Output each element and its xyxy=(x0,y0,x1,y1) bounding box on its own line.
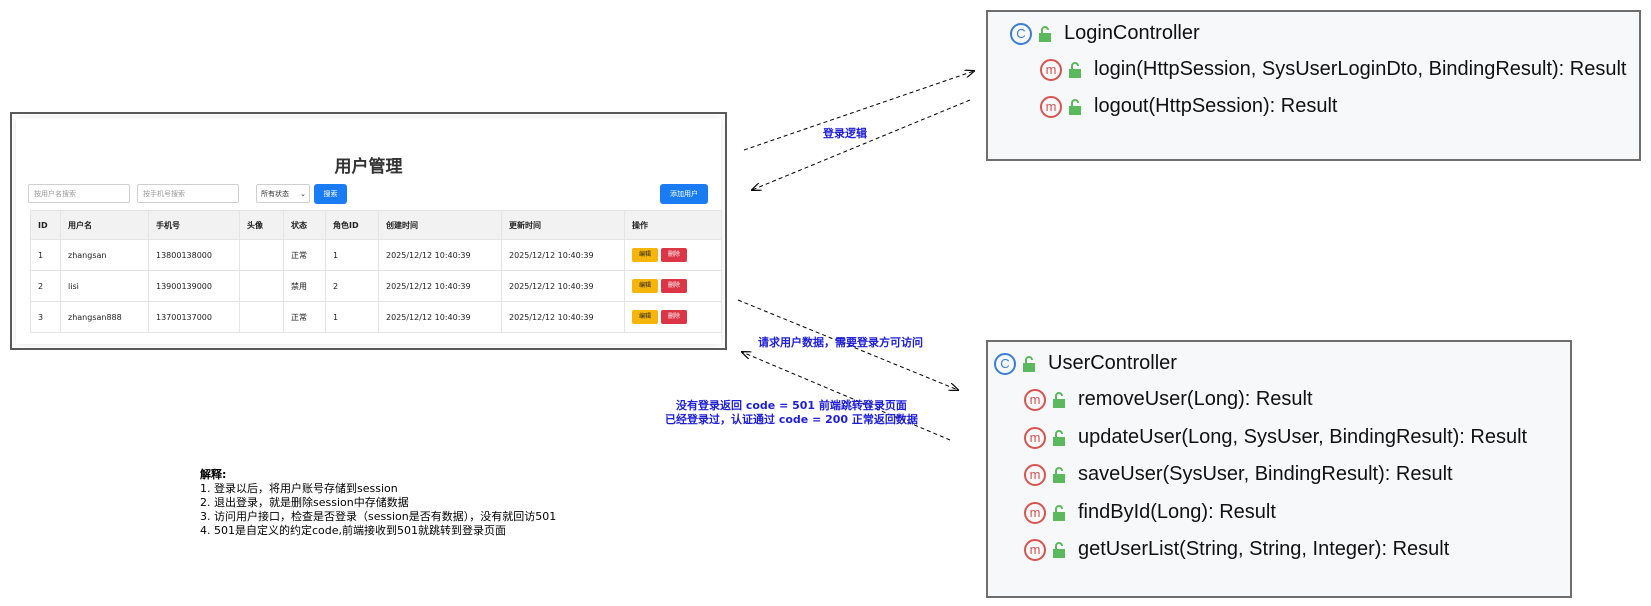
cell-actions: 编辑删除 xyxy=(624,301,722,333)
unlocked-padlock-icon xyxy=(1053,391,1065,408)
delete-button[interactable]: 删除 xyxy=(661,310,687,324)
column-header: 更新时间 xyxy=(501,210,625,240)
cell-avatar xyxy=(239,270,284,302)
method-m-icon: m xyxy=(1024,463,1046,486)
cell-phone: 13800138000 xyxy=(148,239,240,271)
class-c-icon: C xyxy=(994,352,1016,375)
delete-button[interactable]: 删除 xyxy=(661,248,687,262)
status-filter-value: 所有状态 xyxy=(261,190,289,198)
unlocked-padlock-icon xyxy=(1053,466,1065,483)
cell-actions: 编辑删除 xyxy=(624,239,722,271)
cell-phone: 13700137000 xyxy=(148,301,240,333)
page-title: 用户管理 xyxy=(334,157,403,177)
login-response-arrow xyxy=(752,99,971,190)
delete-button[interactable]: 删除 xyxy=(661,279,687,293)
user-data-response-arrow xyxy=(742,352,951,441)
users-table: ID 用户名 手机号 头像 状态 角色ID 创建时间 更新时间 操作 1 zha… xyxy=(30,210,722,333)
user-controller-class-row: C UserController xyxy=(994,352,1177,375)
method-row: m updateUser(Long, SysUser, BindingResul… xyxy=(1024,426,1527,449)
method-m-icon: m xyxy=(1024,426,1046,449)
method-m-icon: m xyxy=(1024,388,1046,411)
logged-in-label: 已经登录过，认证通过 code = 200 正常返回数据 xyxy=(665,413,918,426)
cell-id: 2 xyxy=(30,270,61,302)
note-item: 3. 访问用户接口，检查是否登录（session是否有数据），没有就回访501 xyxy=(200,510,557,523)
method-m-icon: m xyxy=(1040,58,1062,81)
login-controller-box: C LoginController m login(HttpSession, S… xyxy=(986,10,1641,161)
username-search-input[interactable]: 按用户名搜索 xyxy=(28,184,130,203)
method-row: m saveUser(SysUser, BindingResult): Resu… xyxy=(1024,463,1453,486)
column-header: 头像 xyxy=(239,210,284,240)
method-signature: getUserList(String, String, Integer): Re… xyxy=(1078,538,1450,560)
notes-title: 解释: xyxy=(200,468,227,481)
column-header: 创建时间 xyxy=(378,210,502,240)
user-management-page: 用户管理 按用户名搜索 按手机号搜索 所有状态 ⌄ 搜索 添加用户 ID 用户名… xyxy=(16,118,722,344)
method-row: m findById(Long): Result xyxy=(1024,501,1276,524)
cell-id: 1 xyxy=(30,239,61,271)
explanation-notes: 解释: 1. 登录以后，将用户账号存储到session 2. 退出登录，就是删除… xyxy=(200,468,556,538)
table-header-row: ID 用户名 手机号 头像 状态 角色ID 创建时间 更新时间 操作 xyxy=(30,210,722,240)
column-header: 操作 xyxy=(624,210,722,240)
class-name: LoginController xyxy=(1064,22,1200,44)
add-user-button[interactable]: 添加用户 xyxy=(660,184,708,204)
user-controller-box: C UserController m removeUser(Long): Res… xyxy=(986,340,1572,598)
method-m-icon: m xyxy=(1040,95,1062,118)
method-signature: removeUser(Long): Result xyxy=(1078,388,1313,410)
cell-updated: 2025/12/12 10:40:39 xyxy=(501,301,625,333)
method-m-icon: m xyxy=(1024,538,1046,561)
unlocked-padlock-icon xyxy=(1053,504,1065,521)
column-header: 角色ID xyxy=(325,210,379,240)
method-signature: findById(Long): Result xyxy=(1078,501,1276,523)
unlocked-padlock-icon xyxy=(1069,98,1081,115)
cell-username: lisi xyxy=(60,270,149,302)
table-row: 3 zhangsan888 13700137000 正常 1 2025/12/1… xyxy=(30,301,722,333)
column-header: ID xyxy=(30,210,61,240)
column-header: 用户名 xyxy=(60,210,149,240)
cell-status: 正常 xyxy=(283,301,326,333)
note-item: 2. 退出登录，就是删除session中存储数据 xyxy=(200,496,409,509)
unlocked-padlock-icon xyxy=(1053,541,1065,558)
method-signature: login(HttpSession, SysUserLoginDto, Bind… xyxy=(1094,58,1627,80)
method-row: m removeUser(Long): Result xyxy=(1024,388,1313,411)
user-management-screenshot: 用户管理 按用户名搜索 按手机号搜索 所有状态 ⌄ 搜索 添加用户 ID 用户名… xyxy=(10,112,727,350)
status-filter-select[interactable]: 所有状态 ⌄ xyxy=(256,184,310,203)
cell-actions: 编辑删除 xyxy=(624,270,722,302)
method-row: m logout(HttpSession): Result xyxy=(1040,95,1337,118)
note-item: 1. 登录以后，将用户账号存储到session xyxy=(200,482,398,495)
note-item: 4. 501是自定义的约定code,前端接收到501就跳转到登录页面 xyxy=(200,524,507,537)
method-row: m getUserList(String, String, Integer): … xyxy=(1024,538,1449,561)
user-data-request-arrow xyxy=(737,299,958,390)
unlocked-padlock-icon xyxy=(1023,355,1035,372)
cell-avatar xyxy=(239,239,284,271)
edit-button[interactable]: 编辑 xyxy=(632,310,658,324)
unlocked-padlock-icon xyxy=(1053,429,1065,446)
login-controller-class-row: C LoginController xyxy=(1010,22,1200,45)
not-logged-in-label: 没有登录返回 code = 501 前端跳转登录页面 xyxy=(676,399,907,412)
method-row: m login(HttpSession, SysUserLoginDto, Bi… xyxy=(1040,58,1626,81)
edit-button[interactable]: 编辑 xyxy=(632,248,658,262)
table-row: 2 lisi 13900139000 禁用 2 2025/12/12 10:40… xyxy=(30,270,722,302)
request-user-data-label: 请求用户数据，需要登录方可访问 xyxy=(758,336,923,349)
search-button[interactable]: 搜索 xyxy=(314,184,347,204)
login-logic-label: 登录逻辑 xyxy=(823,127,867,140)
class-c-icon: C xyxy=(1010,22,1032,45)
edit-button[interactable]: 编辑 xyxy=(632,279,658,293)
cell-status: 禁用 xyxy=(283,270,326,302)
method-signature: saveUser(SysUser, BindingResult): Result xyxy=(1078,463,1453,485)
method-signature: updateUser(Long, SysUser, BindingResult)… xyxy=(1078,426,1528,448)
cell-id: 3 xyxy=(30,301,61,333)
unlocked-padlock-icon xyxy=(1069,61,1081,78)
unlocked-padlock-icon xyxy=(1039,25,1051,42)
chevron-down-icon: ⌄ xyxy=(300,190,306,198)
phone-search-input[interactable]: 按手机号搜索 xyxy=(137,184,239,203)
login-request-arrow xyxy=(743,71,974,151)
cell-created: 2025/12/12 10:40:39 xyxy=(378,301,502,333)
method-m-icon: m xyxy=(1024,501,1046,524)
class-name: UserController xyxy=(1048,352,1177,374)
method-signature: logout(HttpSession): Result xyxy=(1094,95,1338,117)
